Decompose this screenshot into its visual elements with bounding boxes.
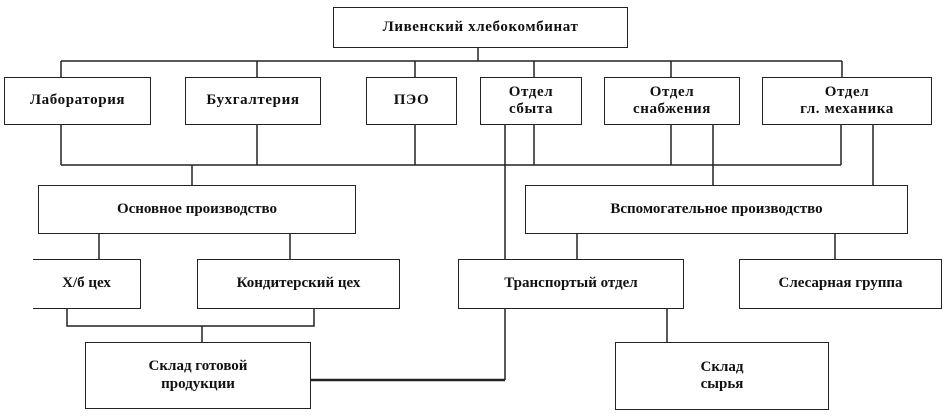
box-chief-mechanic: Отдел гл. механика bbox=[762, 77, 932, 125]
box-transport: Транспортый отдел bbox=[458, 259, 684, 309]
label: Лаборатория bbox=[29, 92, 126, 109]
label: Отдел гл. механика bbox=[800, 83, 894, 117]
company-title: Ливенский хлебокомбинат bbox=[382, 18, 579, 35]
box-fitters: Слесарная группа bbox=[739, 259, 942, 309]
label: Кондитерский цех bbox=[236, 275, 361, 292]
label: Отдел сбыта bbox=[508, 83, 554, 117]
label: Слесарная группа bbox=[778, 275, 903, 292]
box-accounting: Бухгалтерия bbox=[185, 77, 321, 125]
box-supply: Отдел снабжения bbox=[604, 77, 740, 125]
label: Склад сырья bbox=[700, 358, 744, 392]
box-finished-goods-warehouse: Склад готовой продукции bbox=[85, 342, 311, 409]
box-sales: Отдел сбыта bbox=[480, 77, 582, 125]
box-confectionery-shop: Кондитерский цех bbox=[197, 259, 400, 309]
label: Х/б цех bbox=[62, 275, 111, 292]
label: Бухгалтерия bbox=[206, 92, 300, 109]
label: Вспомогательное производство bbox=[610, 200, 823, 217]
box-raw-materials-warehouse: Склад сырья bbox=[615, 342, 829, 410]
box-peo: ПЭО bbox=[366, 77, 457, 125]
box-auxiliary-production: Вспомогательное производство bbox=[525, 185, 908, 234]
label: Основное производство bbox=[116, 200, 278, 217]
label: Склад готовой продукции bbox=[148, 358, 248, 392]
root-box-company: Ливенский хлебокомбинат bbox=[333, 7, 628, 48]
box-laboratory: Лаборатория bbox=[4, 77, 151, 125]
label: ПЭО bbox=[393, 92, 430, 109]
label: Транспортый отдел bbox=[504, 275, 638, 292]
label: Отдел снабжения bbox=[632, 83, 712, 117]
box-main-production: Основное производство bbox=[38, 185, 356, 234]
connector bbox=[66, 309, 315, 327]
box-bread-shop: Х/б цех bbox=[33, 259, 141, 309]
